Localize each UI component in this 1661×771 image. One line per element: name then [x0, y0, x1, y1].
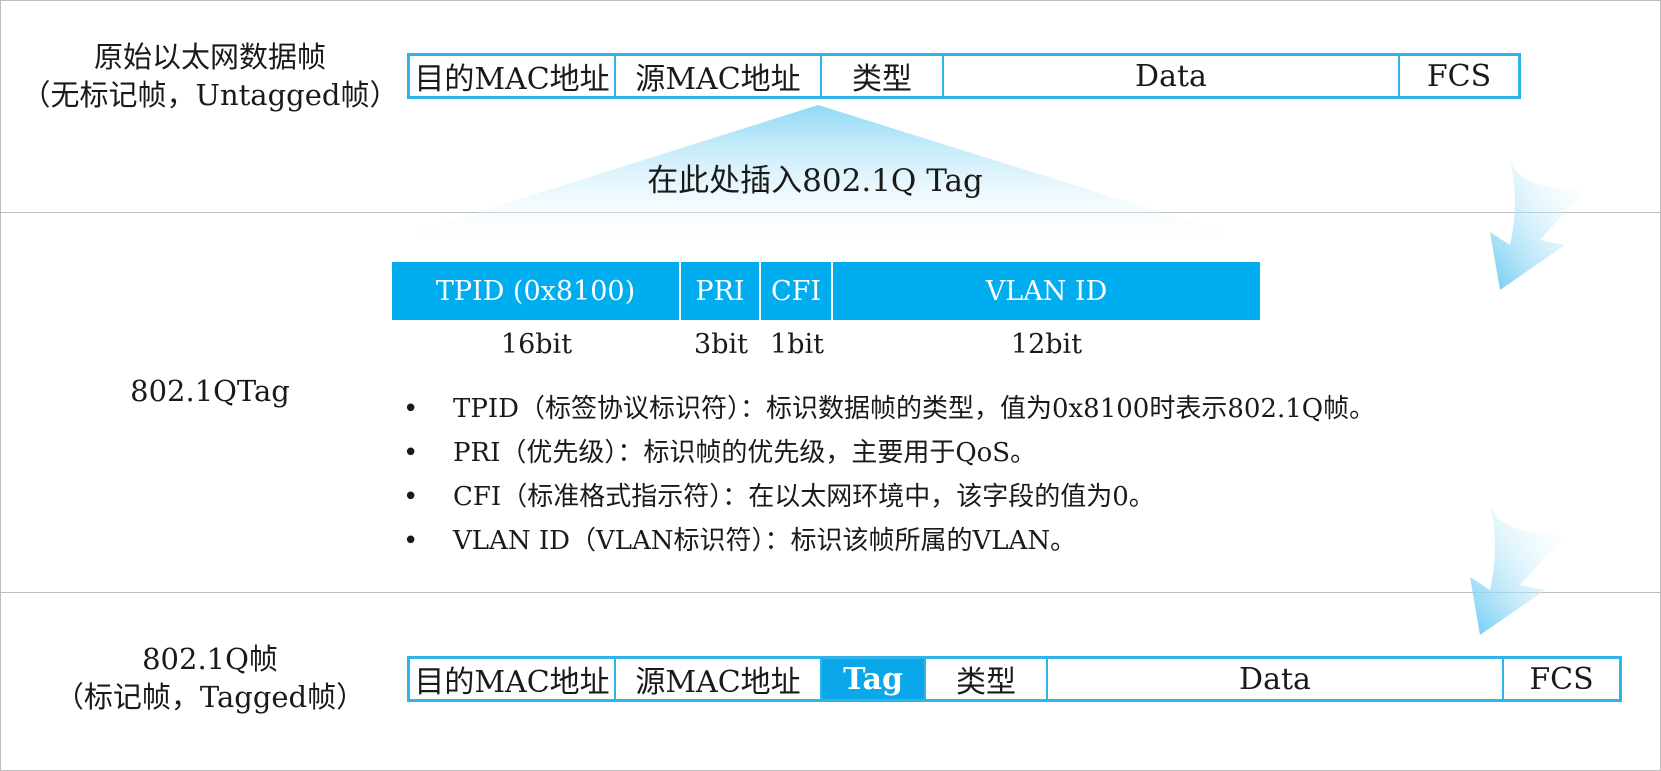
- tag-field-descriptions: • TPID（标签协议标识符）：标识数据帧的类型，值为0x8100时表示802.1…: [403, 387, 1375, 563]
- list-item: • VLAN ID（VLAN标识符）：标识该帧所属的VLAN。: [403, 519, 1375, 563]
- untagged-field-data: Data: [944, 56, 1400, 96]
- bullet-marker: •: [403, 526, 419, 556]
- bullet-text: PRI（优先级）：标识帧的优先级，主要用于QoS。: [453, 438, 1037, 468]
- tag-bits-pri: 3bit: [694, 329, 748, 360]
- bullet-text: VLAN ID（VLAN标识符）：标识该帧所属的VLAN。: [453, 526, 1077, 556]
- untagged-field-fcs: FCS: [1426, 58, 1492, 94]
- untagged-label-line2: （无标记帧，Untagged帧）: [21, 78, 399, 112]
- tagged-field-tag: Tag: [822, 659, 926, 699]
- tag-bits-cfi: 1bit: [770, 329, 824, 360]
- bullet-marker: •: [403, 394, 419, 424]
- tag-field-cfi: CFI: [761, 262, 833, 320]
- untagged-field-dest-mac: 目的MAC地址: [410, 56, 616, 96]
- tag-field-pri: PRI: [681, 262, 761, 320]
- tag-structure: TPID (0x8100) PRI CFI VLAN ID: [392, 262, 1260, 320]
- list-item: • CFI（标准格式指示符）：在以太网环境中，该字段的值为0。: [403, 475, 1375, 519]
- tagged-frame: 目的MAC地址 源MAC地址 Tag 类型 Data FCS: [407, 656, 1622, 702]
- tag-label: 802.1QTag: [130, 374, 290, 408]
- section-divider-bottom: [0, 592, 1661, 593]
- untagged-label: 原始以太网数据帧 （无标记帧，Untagged帧）: [0, 38, 420, 114]
- tagged-label-line2: （标记帧，Tagged帧）: [54, 680, 366, 714]
- tag-field-vlan-id: VLAN ID: [833, 262, 1260, 320]
- untagged-frame: 目的MAC地址 源MAC地址 类型 Data FCS: [407, 53, 1521, 99]
- untagged-label-line1: 原始以太网数据帧: [93, 40, 326, 74]
- insert-note: 在此处插入802.1Q Tag: [647, 163, 983, 199]
- tagged-label: 802.1Q帧 （标记帧，Tagged帧）: [20, 640, 400, 716]
- insert-triangle: [390, 105, 1250, 240]
- bullet-text: CFI（标准格式指示符）：在以太网环境中，该字段的值为0。: [453, 482, 1155, 512]
- tag-bit-widths: 16bit 3bit 1bit 12bit: [392, 327, 1260, 363]
- untagged-field-type: 类型: [822, 56, 944, 96]
- flow-arrow-icon-1: [1490, 160, 1585, 290]
- bullet-marker: •: [403, 482, 419, 512]
- tagged-field-fcs: FCS: [1529, 661, 1594, 697]
- list-item: • TPID（标签协议标识符）：标识数据帧的类型，值为0x8100时表示802.1…: [403, 387, 1375, 431]
- tagged-field-src-mac: 源MAC地址: [616, 659, 822, 699]
- bullet-marker: •: [403, 438, 419, 468]
- flow-arrow-icon-2: [1470, 505, 1565, 635]
- tagged-field-data: Data: [1048, 659, 1504, 699]
- tag-bits-vlan-id: 12bit: [1010, 329, 1083, 360]
- list-item: • PRI（优先级）：标识帧的优先级，主要用于QoS。: [403, 431, 1375, 475]
- tag-bits-tpid: 16bit: [500, 329, 573, 360]
- bullet-text: TPID（标签协议标识符）：标识数据帧的类型，值为0x8100时表示802.1Q…: [453, 394, 1376, 424]
- tag-field-tpid: TPID (0x8100): [392, 262, 681, 320]
- untagged-field-src-mac: 源MAC地址: [616, 56, 822, 96]
- tagged-field-dest-mac: 目的MAC地址: [410, 659, 616, 699]
- tagged-field-type: 类型: [926, 659, 1048, 699]
- tagged-label-line1: 802.1Q帧: [142, 642, 278, 676]
